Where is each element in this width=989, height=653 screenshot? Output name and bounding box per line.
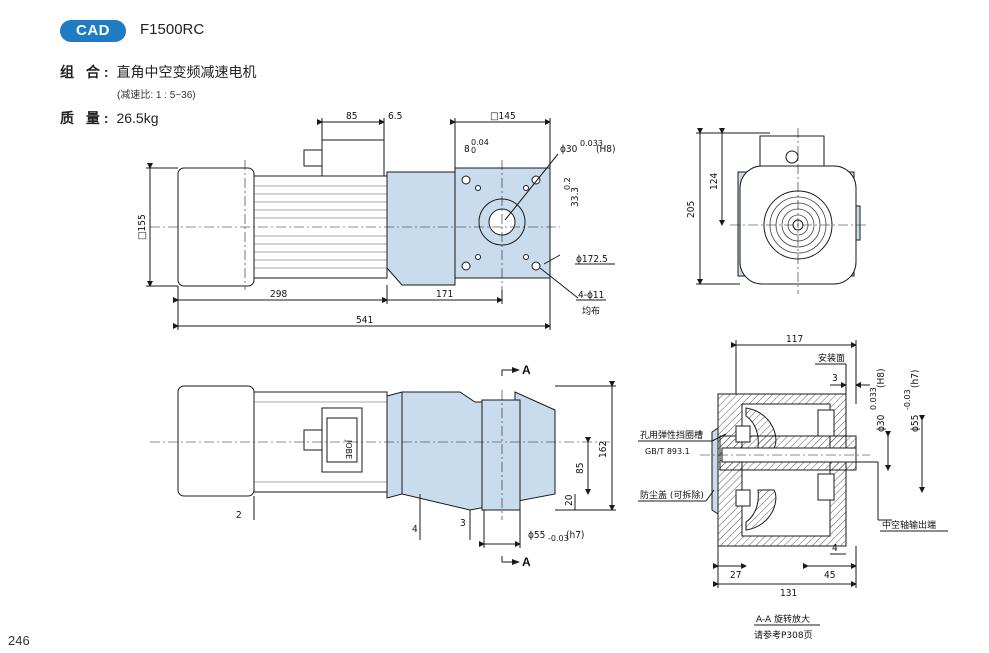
- dim-33-3: 33.3: [570, 187, 581, 207]
- dim-541: 541: [356, 315, 373, 326]
- section-caption: A-A 旋转放大: [756, 613, 810, 625]
- section-mark-bottom: A: [522, 555, 531, 569]
- dim-171: 171: [436, 289, 453, 300]
- dim-phi55-fit-section: (h7): [910, 370, 921, 388]
- dim-phi55-front: ϕ55: [528, 530, 545, 541]
- dim-20: 20: [564, 494, 575, 506]
- dim-phi30-fit-section: (H8): [876, 368, 887, 388]
- circlip-label: 孔用弹性挡圈槽: [640, 429, 703, 441]
- section-view: 117 安装面 3 ϕ30 0.033 (H8) ϕ55 -0.03 (h7) …: [638, 334, 948, 641]
- hollow-output-label: 中空轴输出端: [882, 519, 936, 531]
- front-gearbox: [401, 391, 556, 511]
- mass-value: 26.5kg: [116, 110, 159, 126]
- dim-8-tol: 0.04: [471, 138, 489, 147]
- mounting-face-label: 安装面: [818, 352, 845, 364]
- combo-row: 组 合: 直角中空变频减速电机: [60, 62, 256, 82]
- dim-131: 131: [780, 588, 797, 599]
- dim-sq145: □145: [490, 111, 516, 122]
- cable-gland: [303, 149, 323, 167]
- combo-key: 组 合:: [60, 64, 113, 80]
- dim-3-front: 3: [460, 518, 466, 529]
- ratio-note: (减速比: 1 : 5~36): [117, 90, 196, 101]
- motor-fins: [254, 185, 387, 269]
- cad-badge: CAD: [60, 20, 126, 42]
- mounting-holes: [461, 175, 541, 271]
- dim-phi30-top: ϕ30: [560, 144, 578, 155]
- side-view: 205 124: [686, 128, 866, 294]
- dim-117: 117: [786, 334, 803, 345]
- dim-205: 205: [686, 201, 697, 218]
- dim-85-front: 85: [575, 463, 586, 474]
- dim-85-top: 85: [346, 111, 357, 122]
- dim-phi55-tol-front: -0.03: [548, 534, 569, 543]
- section-reference: 请参考P308页: [754, 629, 813, 641]
- nameplate: JOBE: [344, 439, 353, 459]
- section-mark-top: A: [522, 363, 531, 377]
- dim-sq155: □155: [137, 214, 148, 240]
- dim-phi30-section: ϕ30: [876, 414, 887, 432]
- dim-8-tol0: 0: [471, 146, 476, 155]
- dim-3-section: 3: [832, 373, 838, 384]
- dim-phi55-section: ϕ55: [910, 415, 921, 432]
- dim-6-5: 6.5: [388, 111, 402, 122]
- circlip-std: GB/T 893.1: [645, 447, 690, 456]
- combo-value: 直角中空变频减速电机: [116, 64, 257, 80]
- gearbox-adapter: [386, 171, 456, 286]
- model-number: F1500RC: [140, 21, 205, 38]
- dim-27: 27: [730, 570, 741, 581]
- dim-162: 162: [598, 441, 609, 458]
- terminal-box: [321, 139, 385, 177]
- dim-298: 298: [270, 289, 287, 300]
- dim-4-section: 4: [832, 543, 838, 554]
- dim-phi30-tol-section: 0.033: [869, 387, 878, 410]
- front-view: JOBE A A 162 85 20 2 4 3 ϕ55 -0.03 (h7): [150, 363, 616, 569]
- dim-124: 124: [709, 173, 720, 190]
- dim-phi30-tol-top: 0.033: [580, 139, 603, 148]
- dim-4-phi11: 4-ϕ11: [578, 290, 604, 301]
- dim-phi30-fit-top: (H8): [596, 144, 616, 155]
- mass-key: 质 量:: [60, 110, 113, 126]
- page-number: 246: [8, 633, 30, 648]
- mass-row: 质 量: 26.5kg: [60, 108, 159, 128]
- front-fan-cover: [177, 385, 255, 497]
- dim-8: 8: [464, 144, 470, 155]
- dim-phi55-tol-section: -0.03: [903, 389, 912, 410]
- top-view: 85 6.5 □145 8 0.04 0 ϕ30 0.033 (H8) 33.3…: [137, 111, 616, 330]
- dim-phi172-5: ϕ172.5: [576, 254, 608, 265]
- dim-33-3-tol: 0.2: [563, 177, 572, 190]
- dim-even: 均布: [582, 305, 600, 317]
- dust-cap-label: 防尘盖 (可拆除): [640, 489, 704, 501]
- dim-4-front: 4: [412, 524, 418, 535]
- dim-phi55-fit-front: (h7): [566, 530, 584, 541]
- dim-45: 45: [824, 570, 835, 581]
- dim-2: 2: [236, 510, 242, 521]
